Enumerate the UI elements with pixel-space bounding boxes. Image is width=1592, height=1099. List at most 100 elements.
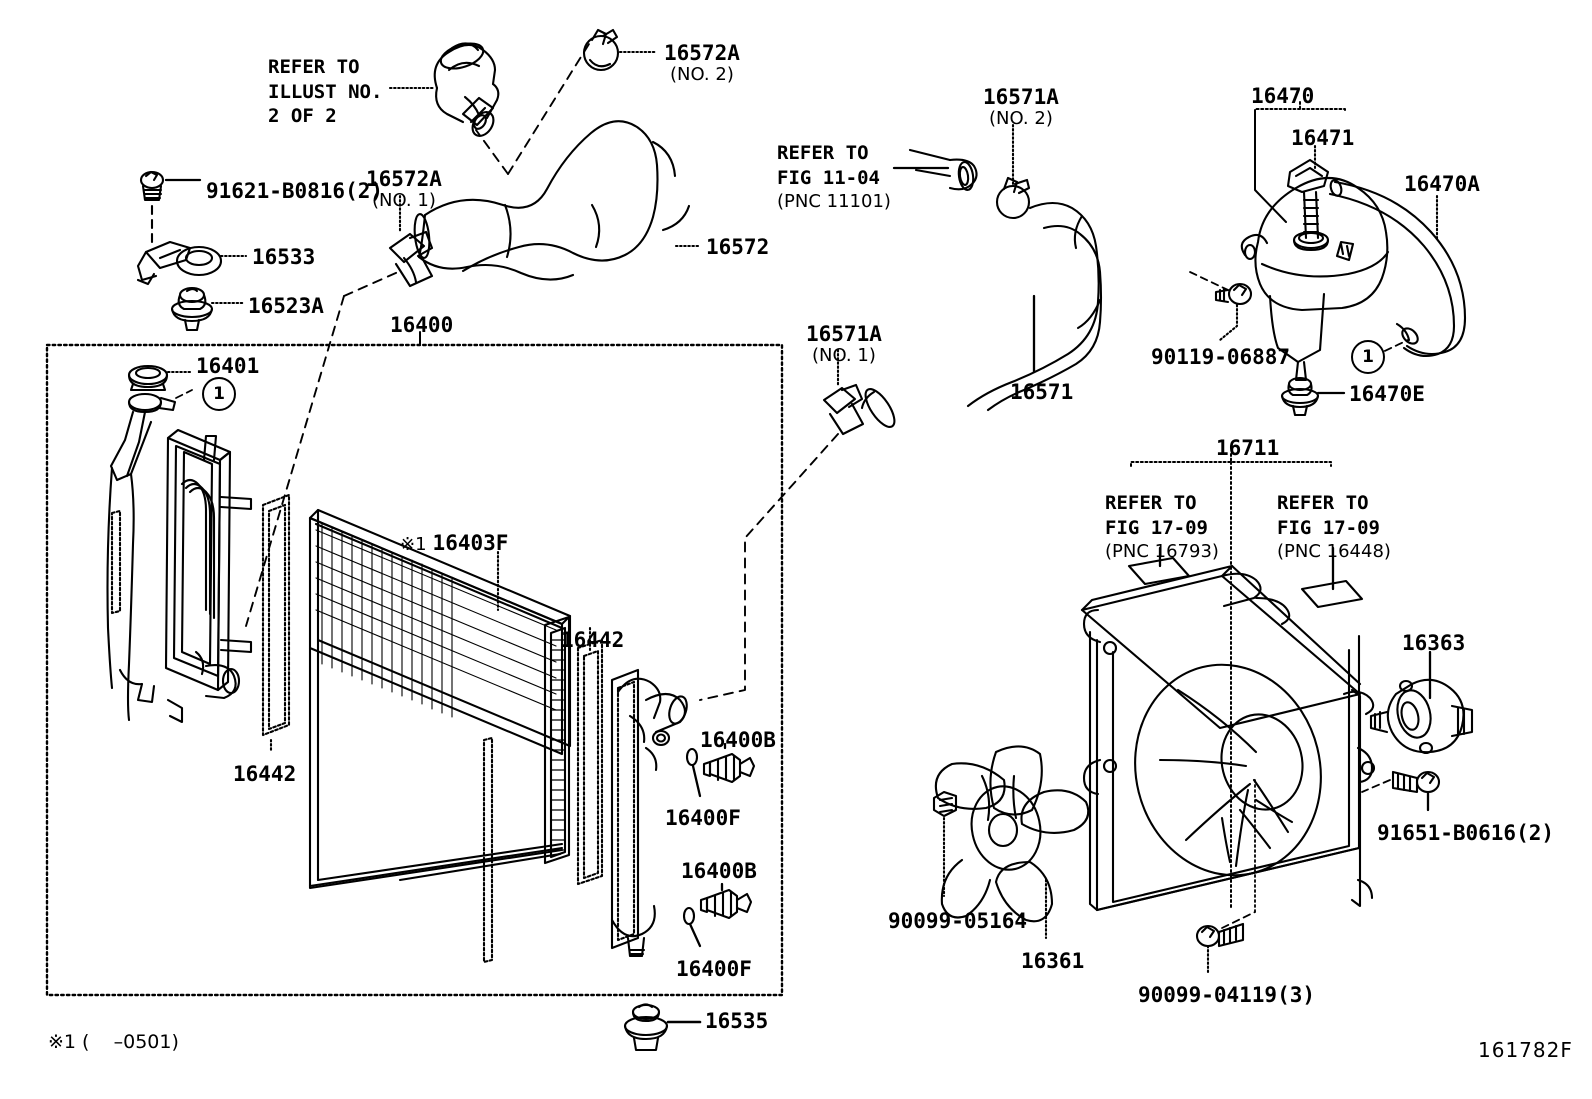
reservoir-tank-16470 xyxy=(1240,158,1390,382)
fan-motor-16363 xyxy=(1369,678,1474,755)
radiator-right-header xyxy=(543,615,571,865)
dash-callout1-cap xyxy=(175,389,193,399)
radiator-left-tank xyxy=(106,392,253,724)
part-16571a-no2-note: (NO. 2) xyxy=(989,107,1053,129)
part-91621-b0816: 91621-B0816(2) xyxy=(206,179,384,203)
fan-shroud-16711 xyxy=(1080,564,1376,912)
part-16572a-no1: 16572A(NO. 1) xyxy=(366,168,442,210)
refer-to-illust-no-2-of-2-line-2: ILLUST NO. xyxy=(268,80,383,103)
bracket-16533 xyxy=(136,240,223,286)
nut-90099-05164 xyxy=(932,790,958,818)
part-16533: 16533 xyxy=(252,245,316,269)
part-16572a-no1-number: 16572A xyxy=(366,167,442,191)
seal-16442-right xyxy=(576,638,604,886)
part-16711: 16711 xyxy=(1216,436,1280,460)
refer-to-fig-17-09-pnc-16793-line-3: (PNC 16793) xyxy=(1105,541,1219,563)
dash-16400-link xyxy=(343,271,399,297)
radiator-core-16403f xyxy=(308,508,572,890)
part-16403f-star: ※1 xyxy=(400,534,427,555)
part-16401: 16401 xyxy=(196,354,260,378)
part-16400b-lower: 16400B xyxy=(681,859,757,883)
footnote: ※1 ( –0501) xyxy=(48,1031,179,1053)
refer-to-fig-17-09-pnc-16448-line-2: FIG 17-09 xyxy=(1277,516,1380,539)
callout-1-reservoir: 1 xyxy=(1351,340,1385,374)
figure-id: 161782F xyxy=(1478,1038,1573,1062)
part-16471: 16471 xyxy=(1291,126,1355,150)
part-16361: 16361 xyxy=(1021,949,1085,973)
cushion-16535 xyxy=(623,1003,669,1052)
clamp-16571a-no1 xyxy=(822,383,865,436)
part-16572a-no1-note: (NO. 1) xyxy=(372,189,436,211)
dash-16400-down xyxy=(245,295,345,627)
part-16571a-no1-note: (NO. 1) xyxy=(812,344,876,366)
bolt-91621-b0816 xyxy=(139,170,165,202)
part-91651-b0616: 91651-B0616(2) xyxy=(1377,821,1555,845)
part-90119-06887: 90119-06887 xyxy=(1151,345,1291,369)
radiator-cap-16401 xyxy=(127,364,169,392)
fan-blade-16361 xyxy=(934,745,1090,923)
leader-16400f-lower xyxy=(688,922,702,948)
part-16400b-upper: 16400B xyxy=(700,728,776,752)
part-16572: 16572 xyxy=(706,235,770,259)
part-16523a: 16523A xyxy=(248,294,324,318)
part-90099-04119: 90099-04119(3) xyxy=(1138,983,1316,1007)
part-16571a-no2: 16571A(NO. 2) xyxy=(983,86,1059,128)
refer-to-fig-17-09-pnc-16448-line-1: REFER TO xyxy=(1277,492,1369,514)
hose-16571 xyxy=(860,201,1103,428)
refer-to-illust-no-2-of-2-line-3: 2 OF 2 xyxy=(268,105,337,128)
seal-strip-left xyxy=(110,509,122,615)
part-16571a-no1-number: 16571A xyxy=(806,322,882,346)
thermostat-housing xyxy=(433,42,500,137)
part-16572a-no2-note: (NO. 2) xyxy=(670,63,734,85)
refer-to-fig-17-09-pnc-16793-line-1: REFER TO xyxy=(1105,492,1197,514)
core-vertical-bar xyxy=(482,736,494,964)
seal-16442-left xyxy=(261,493,291,737)
part-16470a: 16470A xyxy=(1404,172,1480,196)
part-16571: 16571 xyxy=(1010,380,1074,404)
group-box-16400 xyxy=(45,343,784,997)
part-16403f-number: 16403F xyxy=(432,531,509,555)
part-90099-05164: 90099-05164 xyxy=(888,909,1028,933)
part-16400f-lower: 16400F xyxy=(676,957,752,981)
part-16572a-no2: 16572A(NO. 2) xyxy=(664,42,740,84)
refer-to-fig-17-09-pnc-16448-line-3: (PNC 16448) xyxy=(1277,541,1391,563)
part-16535: 16535 xyxy=(705,1009,769,1033)
refer-to-fig-11-04-line-1: REFER TO xyxy=(777,142,869,164)
dash-90119-tank xyxy=(1189,271,1229,291)
part-16400f-upper: 16400F xyxy=(665,806,741,830)
clamp-16572a-no1 xyxy=(388,230,434,288)
refer-to-fig-11-04-line-2: FIG 11-04 xyxy=(777,166,880,189)
hose-16572 xyxy=(413,120,691,281)
part-16572a-no2-number: 16572A xyxy=(664,41,740,65)
leader-16400f-upper xyxy=(691,764,702,798)
part-16470e: 16470E xyxy=(1349,382,1425,406)
part-16363: 16363 xyxy=(1402,631,1466,655)
drain-16400b-lower xyxy=(682,888,753,926)
dash-16572a-link xyxy=(507,43,590,175)
drain-16400b-upper xyxy=(685,747,756,784)
radiator-right-tank xyxy=(610,668,688,958)
clamp-16572a-no2 xyxy=(582,28,620,72)
part-16442-left: 16442 xyxy=(233,762,297,786)
callout-1-radiator: 1 xyxy=(202,377,236,411)
grommet-16523a xyxy=(170,286,214,332)
part-16470: 16470 xyxy=(1251,84,1315,108)
dash-91651-shroud xyxy=(1361,779,1391,793)
refer-to-fig-17-09-pnc-16793-line-2: FIG 17-09 xyxy=(1105,516,1208,539)
dash-16571-to-box xyxy=(699,433,839,701)
part-16400: 16400 xyxy=(390,313,454,337)
dash-04119-shroud xyxy=(1221,911,1256,929)
refer-to-illust-no-2-of-2-line-1: REFER TO xyxy=(268,56,360,78)
dash-housing-link xyxy=(475,129,509,175)
grommet-16470e xyxy=(1280,376,1320,417)
part-16571a-no2-number: 16571A xyxy=(983,85,1059,109)
leader-90119 xyxy=(1218,303,1239,342)
bolt-91651-b0616 xyxy=(1391,770,1441,794)
